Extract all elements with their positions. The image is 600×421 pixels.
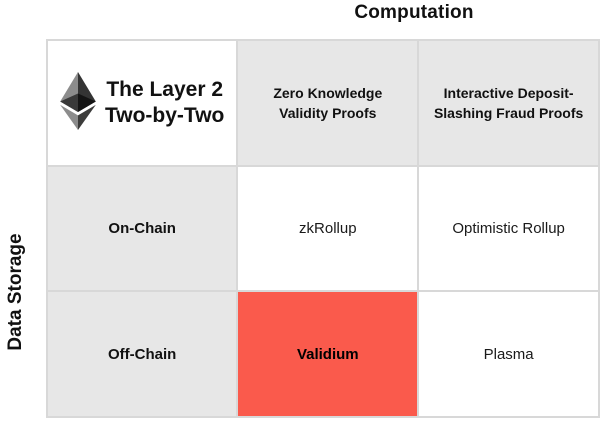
cell-zkrollup: zkRollup <box>236 165 420 292</box>
computation-axis-label: Computation <box>354 2 474 23</box>
column-header-zk-validity-proofs: Zero Knowledge Validity Proofs <box>236 39 420 167</box>
matrix-row-on-chain: On-Chain zkRollup Optimistic Rollup <box>45 165 600 292</box>
brand-title: The Layer 2 Two-by-Two <box>105 77 224 129</box>
column-header-fraud-proofs: Interactive Deposit-Slashing Fraud Proof… <box>417 39 600 167</box>
row-header-on-chain: On-Chain <box>45 165 239 292</box>
cell-validium: Validium <box>236 290 420 418</box>
data-storage-axis-label: Data Storage <box>5 233 26 351</box>
brand-title-line1: The Layer 2 <box>106 78 224 101</box>
brand-title-line2: Two-by-Two <box>105 104 225 127</box>
layer2-matrix-table: The Layer 2 Two-by-Two Zero Knowledge Va… <box>45 39 600 418</box>
brand-cell: The Layer 2 Two-by-Two <box>45 39 239 167</box>
matrix-row-off-chain: Off-Chain Validium Plasma <box>45 290 600 418</box>
cell-optimistic-rollup: Optimistic Rollup <box>417 165 600 292</box>
row-header-off-chain: Off-Chain <box>45 290 239 418</box>
matrix-header-row: The Layer 2 Two-by-Two Zero Knowledge Va… <box>45 39 600 167</box>
cell-plasma: Plasma <box>417 290 600 418</box>
ethereum-logo-icon <box>60 71 96 135</box>
